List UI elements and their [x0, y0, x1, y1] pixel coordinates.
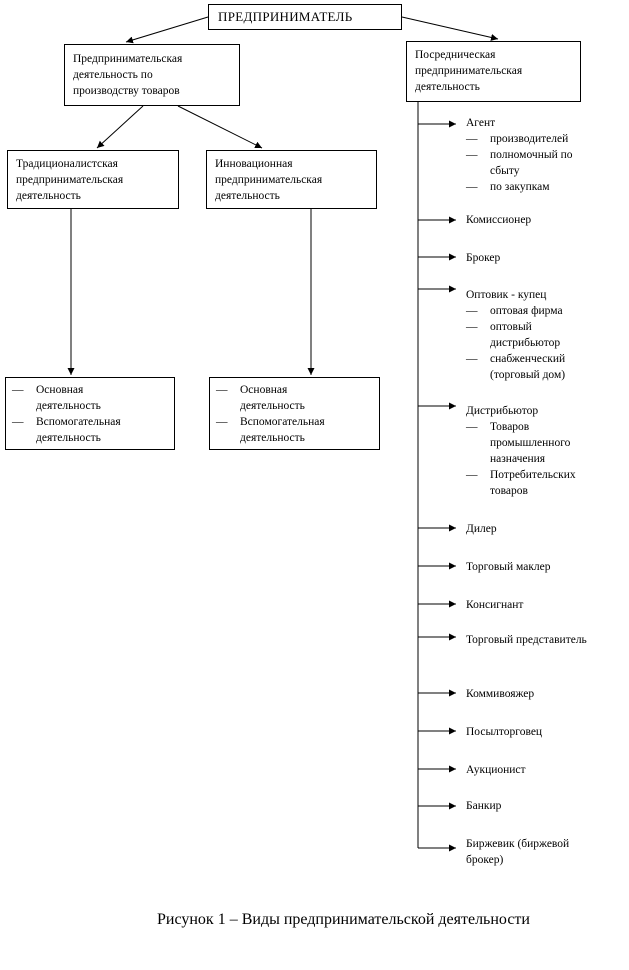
dash-marker: — — [12, 384, 24, 396]
branch-subitem-label: полномочный по сбыту — [490, 149, 573, 177]
arrow-root-to-intermediary — [401, 16, 499, 41]
branch-subitem-label: Товаров промышленного назначения — [490, 421, 571, 465]
dash-marker: — — [466, 305, 478, 317]
dash-marker: — — [466, 353, 478, 365]
branch-subitem: — снабженческий (торговый дом) — [466, 351, 626, 383]
branch-label: Дилер — [466, 523, 497, 535]
dash-marker: — — [466, 469, 478, 481]
branch-label: Дистрибьютор — [466, 405, 539, 417]
auxiliary-activity-label: Вспомогательная деятельность — [240, 416, 325, 444]
branch-item: Банкир — [466, 798, 626, 814]
entrepreneur-label: ПРЕДПРИНИМАТЕЛЬ — [218, 9, 353, 24]
auxiliary-activity-label: Вспомогательная деятельность — [36, 416, 121, 444]
dash-marker: — — [466, 149, 478, 161]
main-activity-item: — Основная деятельность — [12, 382, 168, 414]
arrow-production-to-innovative — [177, 105, 263, 149]
branch-subitem-label: по закупкам — [490, 181, 550, 193]
dash-marker: — — [466, 133, 478, 145]
branch-item: Дилер — [466, 521, 626, 537]
branch-label: Банкир — [466, 800, 502, 812]
branch-label: Агент — [466, 117, 496, 129]
figure-caption: Рисунок 1 – Виды предпринимательской дея… — [157, 911, 530, 928]
branch-item: Биржевик (биржевой брокер) — [466, 836, 626, 868]
branch-subitem-label: оптовый дистрибьютор — [490, 321, 561, 349]
branch-item: Комиссионер — [466, 212, 626, 228]
branch-subitem: — по закупкам — [466, 179, 626, 195]
branch-label: Консигнант — [466, 599, 524, 611]
branch-subitem-label: производителей — [490, 133, 569, 145]
branch-item: Аукционист — [466, 762, 626, 778]
branch-item: Оптовик - купец — оптовая фирма — оптовый ди… — [466, 287, 626, 383]
arrow-production-to-traditional — [96, 105, 144, 149]
branch-subitem: — оптовый дистрибьютор — [466, 319, 626, 351]
traditional-activity-label: Традиционалистская предпринимательская д… — [16, 158, 124, 202]
innovative-activity-box: Инновационная предпринимательская деятел… — [206, 150, 377, 209]
innovative-activities-box: — Основная деятельность — Вспомогательна… — [209, 377, 380, 450]
branch-item: Агент — производителей — полномочный по сбыт… — [466, 115, 626, 195]
branch-label: Оптовик - купец — [466, 289, 547, 301]
dash-marker: — — [216, 416, 228, 428]
production-activity-box: Предпринимательская деятельность по прои… — [64, 44, 240, 106]
branch-label: Комиссионер — [466, 214, 532, 226]
branch-item: Консигнант — [466, 597, 626, 613]
dash-marker: — — [216, 384, 228, 396]
main-activity-label: Основная деятельность — [240, 384, 305, 412]
branch-label: Биржевик (биржевой брокер) — [466, 838, 570, 866]
traditional-activities-box: — Основная деятельность — Вспомогательна… — [5, 377, 175, 450]
branch-subitem: — Потребительских товаров — [466, 467, 626, 499]
intermediary-activity-label: Посредническая предпринимательская деяте… — [415, 49, 523, 93]
branch-label: Брокер — [466, 252, 501, 264]
branch-item: Коммивояжер — [466, 686, 626, 702]
dash-marker: — — [466, 321, 478, 333]
branch-subitem: — полномочный по сбыту — [466, 147, 626, 179]
branch-subitem-label: снабженческий (торговый дом) — [490, 353, 566, 381]
branch-label: Коммивояжер — [466, 688, 535, 700]
dash-marker: — — [466, 421, 478, 433]
branch-item: Дистрибьютор — Товаров промышленного назна… — [466, 403, 626, 499]
dash-marker: — — [12, 416, 24, 428]
entrepreneur-box: ПРЕДПРИНИМАТЕЛЬ — [208, 4, 402, 30]
branch-item: Торговый представитель — [466, 632, 626, 648]
dash-marker: — — [466, 181, 478, 193]
branch-item: Брокер — [466, 250, 626, 266]
branch-subitem-label: Потребительских товаров — [490, 469, 576, 497]
auxiliary-activity-item: — Вспомогательная деятельность — [12, 414, 168, 446]
innovative-activity-label: Инновационная предпринимательская деятел… — [215, 158, 323, 202]
production-activity-label: Предпринимательская деятельность по прои… — [73, 53, 183, 97]
arrow-root-to-production — [125, 16, 209, 44]
auxiliary-activity-item: — Вспомогательная деятельность — [216, 414, 373, 446]
branch-label: Торговый маклер — [466, 561, 551, 573]
branch-subitem-label: оптовая фирма — [490, 305, 563, 317]
branch-label: Аукционист — [466, 764, 526, 776]
branch-item: Торговый маклер — [466, 559, 626, 575]
branch-subitem: — оптовая фирма — [466, 303, 626, 319]
branch-item: Посылторговец — [466, 724, 626, 740]
branch-label: Торговый представитель — [466, 634, 587, 646]
branch-subitem: — Товаров промышленного назначения — [466, 419, 626, 467]
main-activity-label: Основная деятельность — [36, 384, 101, 412]
traditional-activity-box: Традиционалистская предпринимательская д… — [7, 150, 179, 209]
main-activity-item: — Основная деятельность — [216, 382, 373, 414]
branch-label: Посылторговец — [466, 726, 543, 738]
branch-subitem: — производителей — [466, 131, 626, 147]
intermediary-activity-box: Посредническая предпринимательская деяте… — [406, 41, 581, 102]
